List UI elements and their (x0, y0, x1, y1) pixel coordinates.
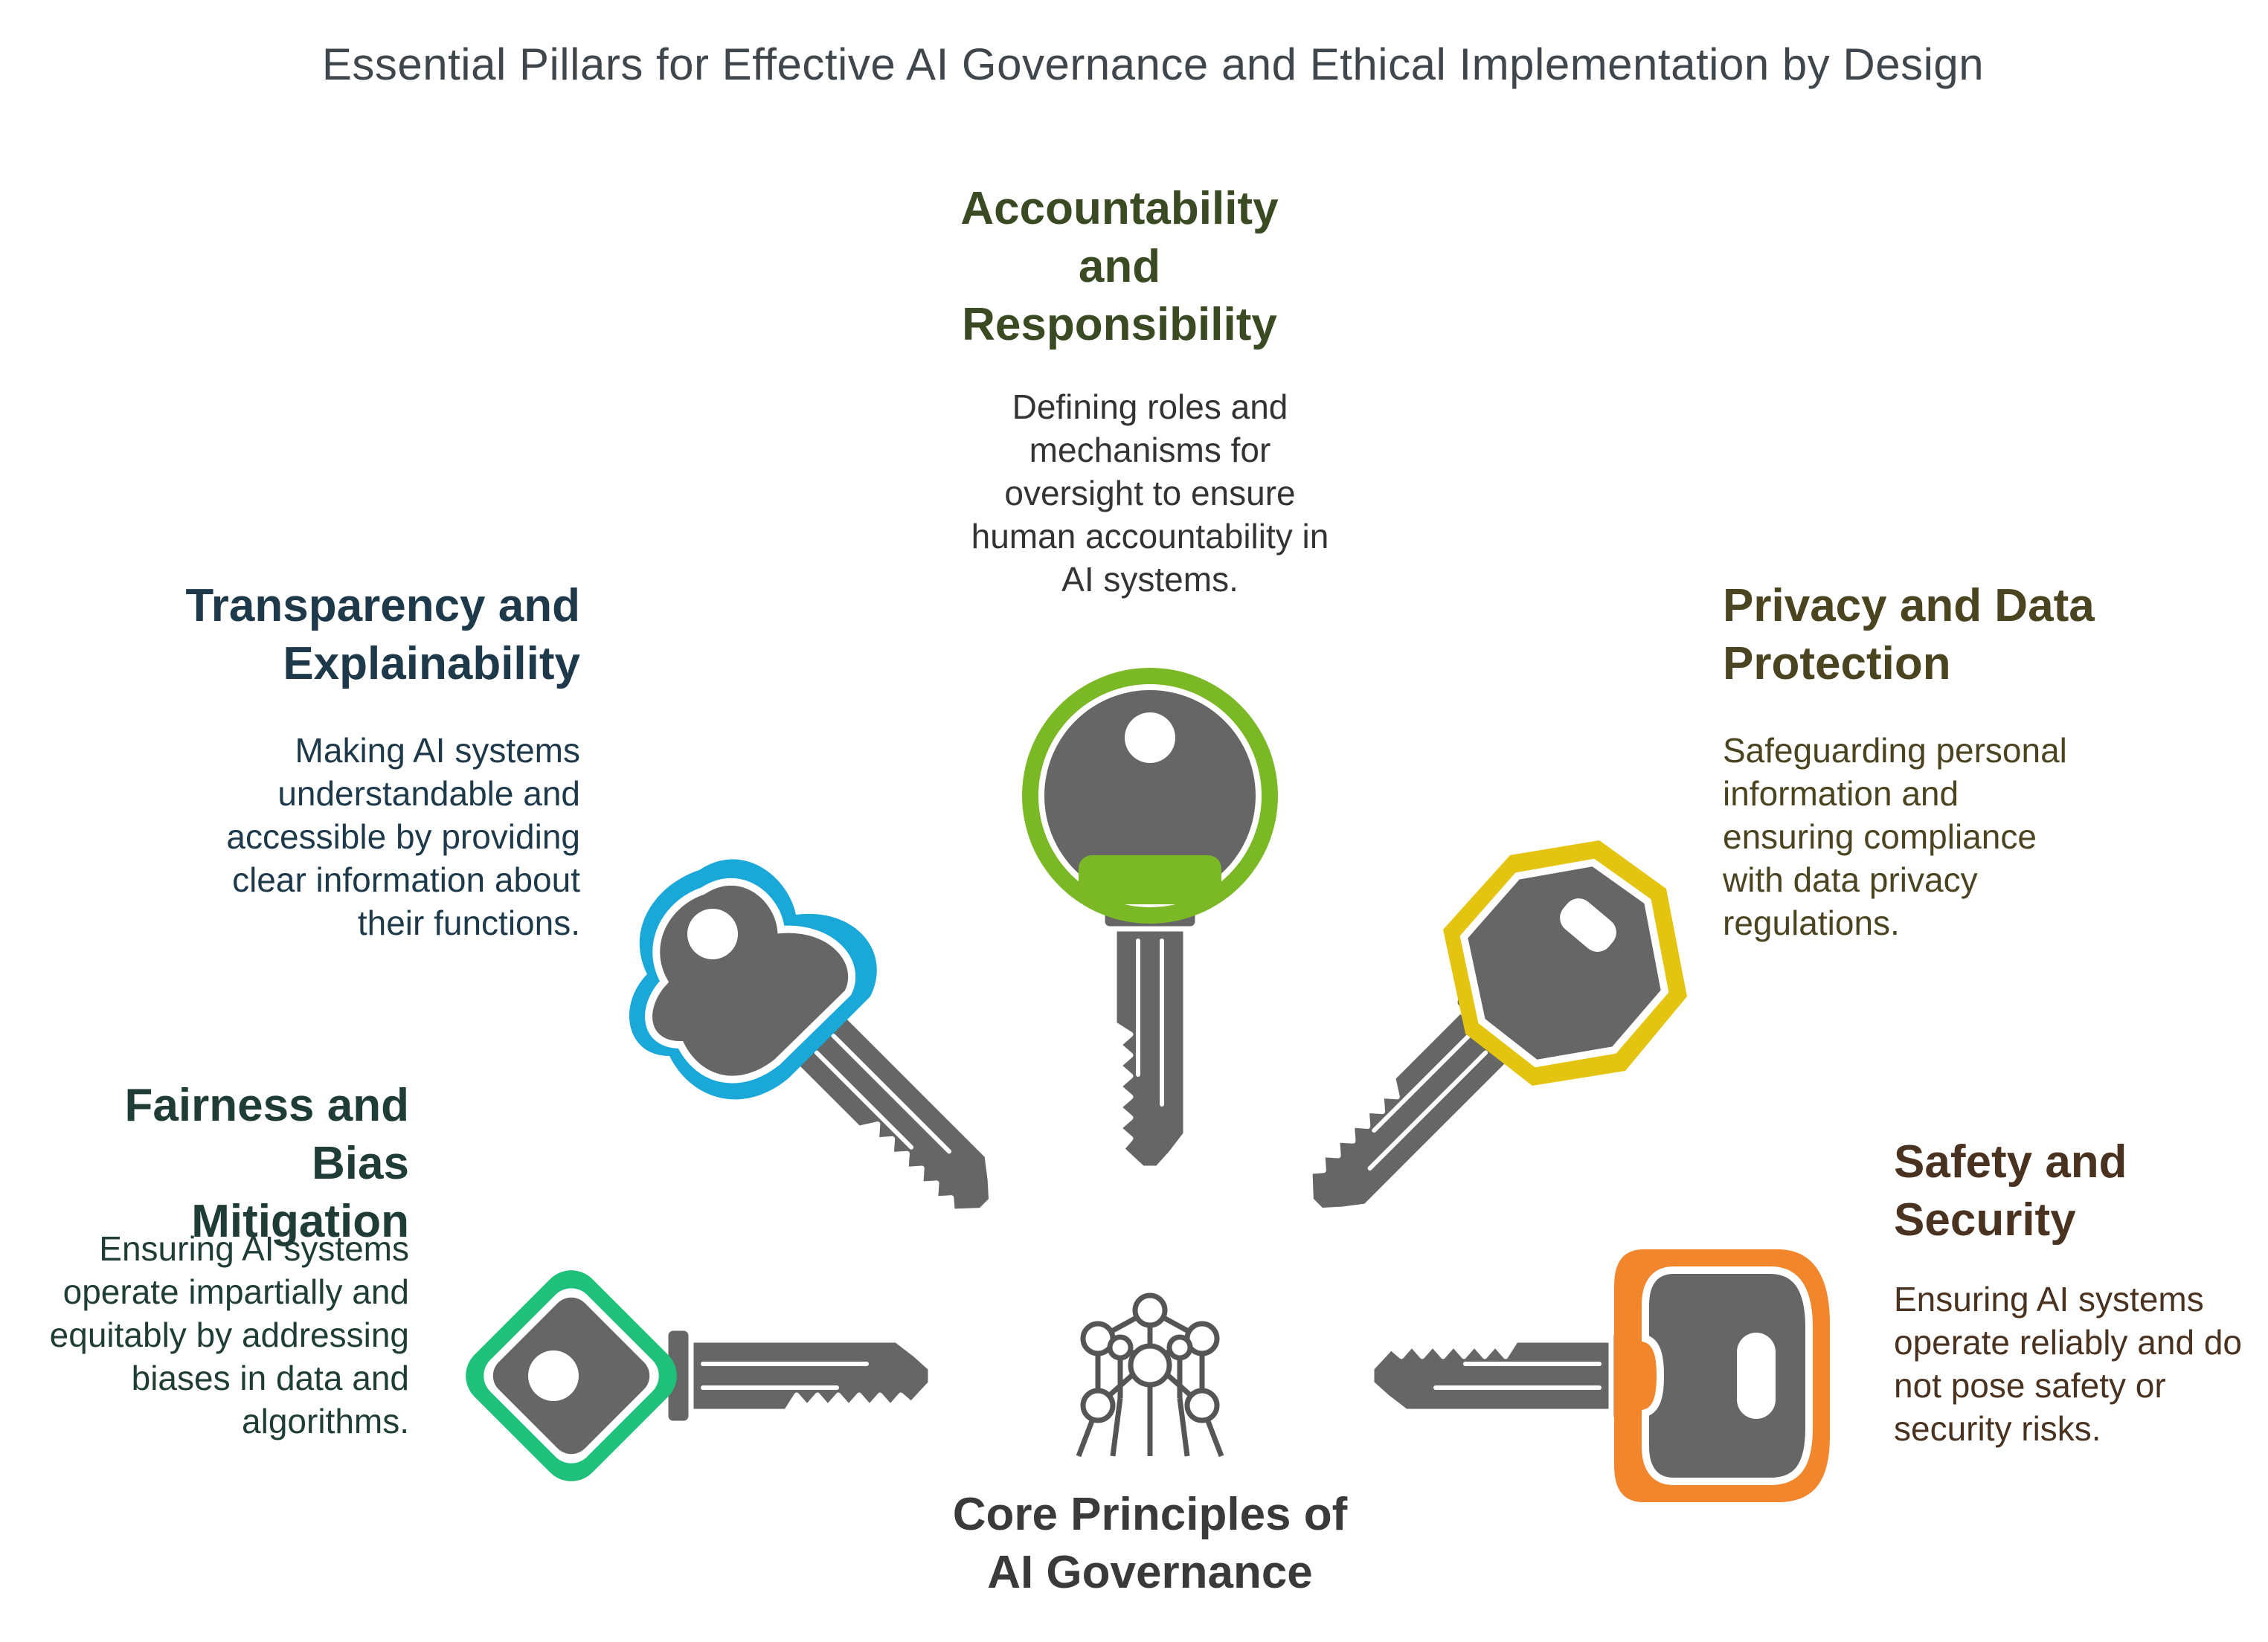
transparency-heading-line: Explainability (283, 638, 580, 689)
key-privacy-head (1443, 840, 1687, 1086)
accountability-desc-line: oversight to ensure (1004, 474, 1296, 512)
transparency-heading: Transparency and Explainability (149, 577, 580, 693)
accountability-heading: Accountability and Responsibility (930, 180, 1309, 354)
privacy-desc-line: ensuring compliance (1723, 817, 2037, 856)
accountability-heading-line: and (1078, 241, 1161, 292)
safety-desc-line: operate reliably and do (1894, 1323, 2242, 1362)
transparency-desc-line: their functions. (357, 904, 580, 942)
fairness-desc-line: equitably by addressing (49, 1316, 409, 1354)
transparency-heading-line: Transparency and (185, 580, 580, 631)
atomium-icon (1076, 1292, 1224, 1458)
fairness-desc-line: algorithms. (242, 1402, 409, 1440)
safety-heading-line: Security (1894, 1194, 2076, 1246)
page-title: Essential Pillars for Effective AI Gover… (321, 39, 1985, 89)
center-label-line: AI Governance (987, 1547, 1313, 1598)
privacy-heading-line: Protection (1723, 638, 1951, 689)
safety-description: Ensuring AI systems operate reliably and… (1894, 1278, 2266, 1450)
center-label-line: Core Principles of (952, 1489, 1348, 1540)
accountability-heading-line: Responsibility (962, 299, 1277, 350)
transparency-desc-line: Making AI systems (295, 731, 580, 770)
privacy-desc-line: regulations. (1723, 904, 1900, 942)
accountability-desc-line: human accountability in (971, 517, 1329, 556)
fairness-heading-line: Fairness and Bias (124, 1080, 409, 1189)
accountability-heading-line: Accountability (960, 183, 1279, 234)
fairness-desc-line: biases in data and (131, 1359, 409, 1397)
key-safety (1372, 1328, 1636, 1423)
privacy-heading: Privacy and Data Protection (1723, 577, 2169, 693)
transparency-description: Making AI systems understandable and acc… (149, 729, 580, 944)
key-safety-head (1614, 1249, 1830, 1502)
fairness-description: Ensuring AI systems operate impartially … (15, 1227, 409, 1443)
key-fairness-head (466, 1270, 677, 1481)
transparency-desc-line: accessible by providing (226, 817, 580, 856)
transparency-desc-line: understandable and (277, 774, 580, 813)
accountability-description: Defining roles and mechanisms for oversi… (942, 385, 1358, 601)
accountability-desc-line: Defining roles and (1012, 387, 1288, 426)
fairness-desc-line: operate impartially and (62, 1272, 409, 1311)
safety-desc-line: security risks. (1894, 1409, 2101, 1448)
key-transparency-head (629, 859, 877, 1100)
accountability-desc-line: mechanisms for (1029, 431, 1271, 469)
fairness-heading: Fairness and Bias Mitigation (15, 1077, 409, 1251)
privacy-desc-line: with data privacy (1723, 860, 1978, 899)
safety-heading: Safety and Security (1894, 1133, 2251, 1249)
fairness-desc-line: Ensuring AI systems (99, 1229, 409, 1268)
center-label: Core Principles of AI Governance (890, 1486, 1410, 1602)
key-accountability-head (1022, 668, 1278, 924)
key-accountability (1102, 904, 1198, 1168)
privacy-description: Safeguarding personal information and en… (1723, 729, 2169, 944)
privacy-desc-line: Safeguarding personal (1723, 731, 2067, 770)
key-fairness (666, 1328, 931, 1423)
privacy-desc-line: information and (1723, 774, 1959, 813)
fairness-heading-line: Mitigation (191, 1196, 409, 1247)
safety-desc-line: Ensuring AI systems (1894, 1280, 2204, 1319)
accountability-desc-line: AI systems. (1061, 560, 1239, 599)
transparency-desc-line: clear information about (232, 860, 580, 899)
safety-desc-line: not pose safety or (1894, 1366, 2166, 1405)
privacy-heading-line: Privacy and Data (1723, 580, 2095, 631)
safety-heading-line: Safety and (1894, 1136, 2127, 1188)
